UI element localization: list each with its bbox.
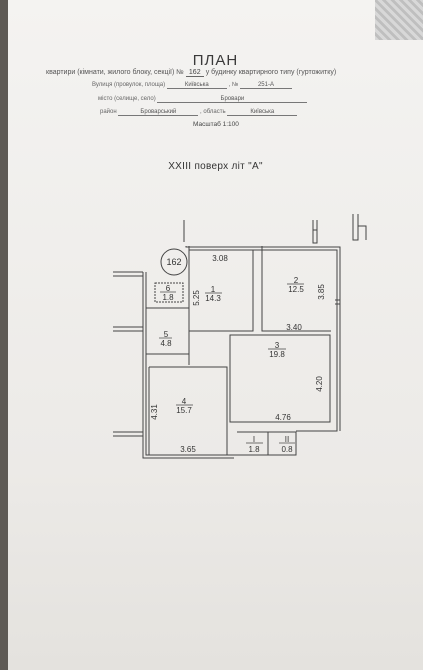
- dim-room3-height: 4.20: [315, 376, 324, 392]
- district-row: район Броварський , область Київська: [100, 109, 298, 116]
- room1-walls: [188, 250, 254, 332]
- room3-area: 19.8: [269, 350, 285, 359]
- apartment-label: 162: [166, 257, 181, 267]
- document-sheet: ПЛАН квартири (кімнати, жилого блоку, се…: [8, 0, 423, 670]
- oblast-value: Київська: [227, 109, 298, 116]
- left-stub-bottom: [113, 431, 143, 437]
- dim-room2-height: 3.85: [317, 284, 326, 300]
- room2-number: 2: [294, 276, 299, 285]
- right-lower-wall: [296, 428, 338, 432]
- oblast-label: , область: [200, 109, 226, 115]
- top-stub-right: [352, 214, 367, 241]
- street-row: Вулиця (провулок, площа) Київська , № 25…: [92, 82, 292, 89]
- room5-area: 4.8: [160, 339, 172, 348]
- utility1-number: I: [253, 435, 255, 444]
- district-value: Броварський: [118, 109, 199, 116]
- right-window: [335, 299, 340, 305]
- scale-label: Масштаб 1:100: [193, 121, 239, 128]
- apartment-number-value: 162: [185, 69, 204, 77]
- floor-label: XXIII поверх літ "А": [168, 161, 263, 172]
- room5-number: 5: [164, 330, 169, 339]
- room3-number: 3: [275, 341, 280, 350]
- utility2-number: II: [285, 435, 289, 444]
- room1-area: 14.3: [205, 294, 221, 303]
- room2-area: 12.5: [288, 285, 304, 294]
- room4-area: 15.7: [176, 406, 192, 415]
- outer-wall-top: [188, 246, 338, 428]
- city-label: місто (селище, село): [98, 96, 156, 102]
- apartment-line-prefix: квартири (кімнати, жилого блоку, секції)…: [46, 69, 184, 76]
- room3-walls: [229, 334, 331, 423]
- room4-walls: [148, 366, 228, 455]
- room2-walls: [261, 250, 331, 332]
- top-stub-left: [312, 220, 318, 244]
- utility1-area: 1.8: [248, 445, 260, 454]
- outer-wall-left: [142, 272, 237, 456]
- dim-room1-height: 5.25: [192, 290, 201, 306]
- dim-top-room1: 3.08: [212, 254, 228, 263]
- dim-room2-width: 3.40: [286, 323, 302, 332]
- room5-walls: [146, 307, 190, 365]
- apartment-line-suffix: у будинку квартирного типу (гуртожитку): [205, 69, 337, 76]
- left-stub-top: [113, 271, 143, 277]
- district-label: район: [100, 109, 117, 115]
- room1-number: 1: [211, 285, 216, 294]
- apartment-circle: [160, 248, 188, 276]
- document-title: ПЛАН: [192, 52, 239, 69]
- city-value: Бровари: [157, 96, 308, 103]
- room6-area: 1.8: [162, 293, 174, 302]
- building-value: 251-А: [239, 82, 292, 89]
- utility2-area: 0.8: [281, 445, 293, 454]
- street-value: Київська: [166, 82, 227, 89]
- outer-wall-top-outer: [185, 246, 341, 431]
- street-label: Вулиця (провулок, площа): [92, 82, 166, 88]
- background-surface: [375, 0, 423, 40]
- building-label: , №: [228, 82, 239, 88]
- utility-walls: [237, 431, 297, 456]
- room4-number: 4: [182, 397, 187, 406]
- room6-number: 6: [166, 284, 171, 293]
- dim-room3-width: 4.76: [275, 413, 291, 422]
- left-stub-mid: [113, 326, 143, 332]
- dim-room4-height: 4.31: [150, 404, 159, 420]
- apartment-line: квартири (кімнати, жилого блоку, секції)…: [46, 69, 336, 77]
- room6-box: [154, 282, 184, 303]
- outer-wall-bottom: [142, 455, 234, 459]
- city-row: місто (селище, село) Бровари: [98, 96, 308, 103]
- dim-room4-width: 3.65: [180, 445, 196, 454]
